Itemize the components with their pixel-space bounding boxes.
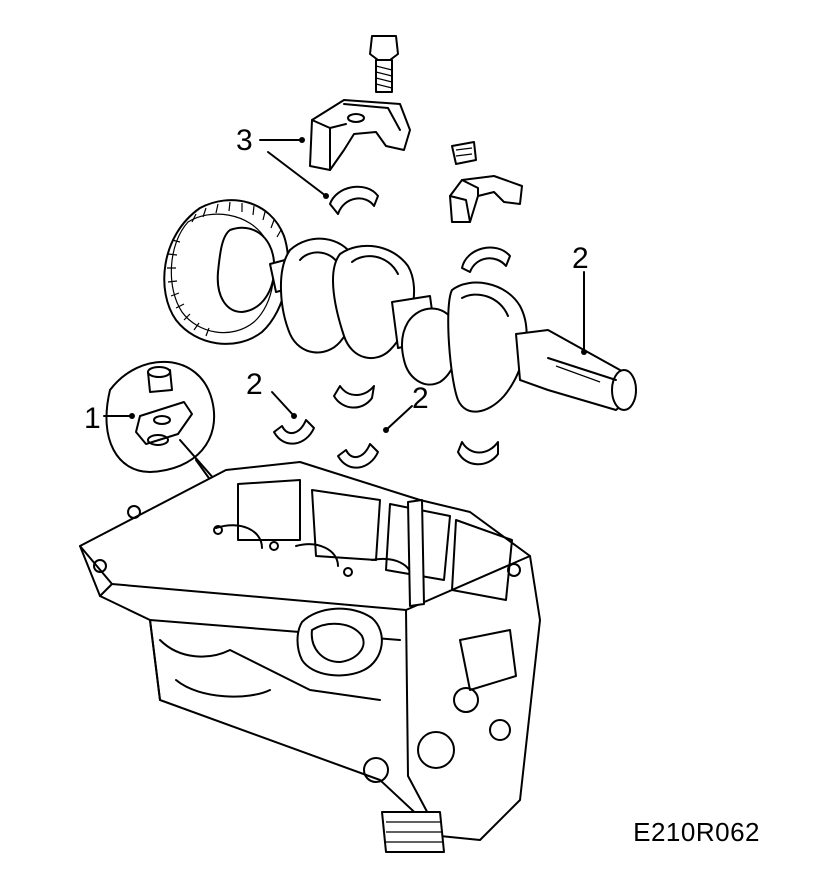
crankshaft — [163, 199, 637, 413]
thrust-washer — [273, 419, 315, 445]
callout-1: 1 — [84, 402, 101, 435]
bearing-shell — [333, 385, 375, 409]
main-bearing-bolt — [369, 35, 399, 93]
callout-3: 3 — [236, 124, 253, 157]
thrust-bearing-cap — [449, 175, 523, 223]
bearing-shell — [329, 185, 379, 215]
callout-2-right: 2 — [572, 242, 589, 275]
nut — [451, 141, 477, 165]
bearing-shell — [461, 246, 511, 273]
bearing-shell — [457, 441, 499, 466]
callout-2-left: 2 — [246, 368, 263, 401]
thrust-washer — [337, 443, 379, 469]
figure-reference-code: E210R062 — [633, 817, 760, 847]
main-bearing-cap — [309, 99, 411, 171]
engine-block — [79, 461, 541, 853]
callout-2-middle: 2 — [412, 382, 429, 415]
leader-lines — [103, 137, 587, 433]
